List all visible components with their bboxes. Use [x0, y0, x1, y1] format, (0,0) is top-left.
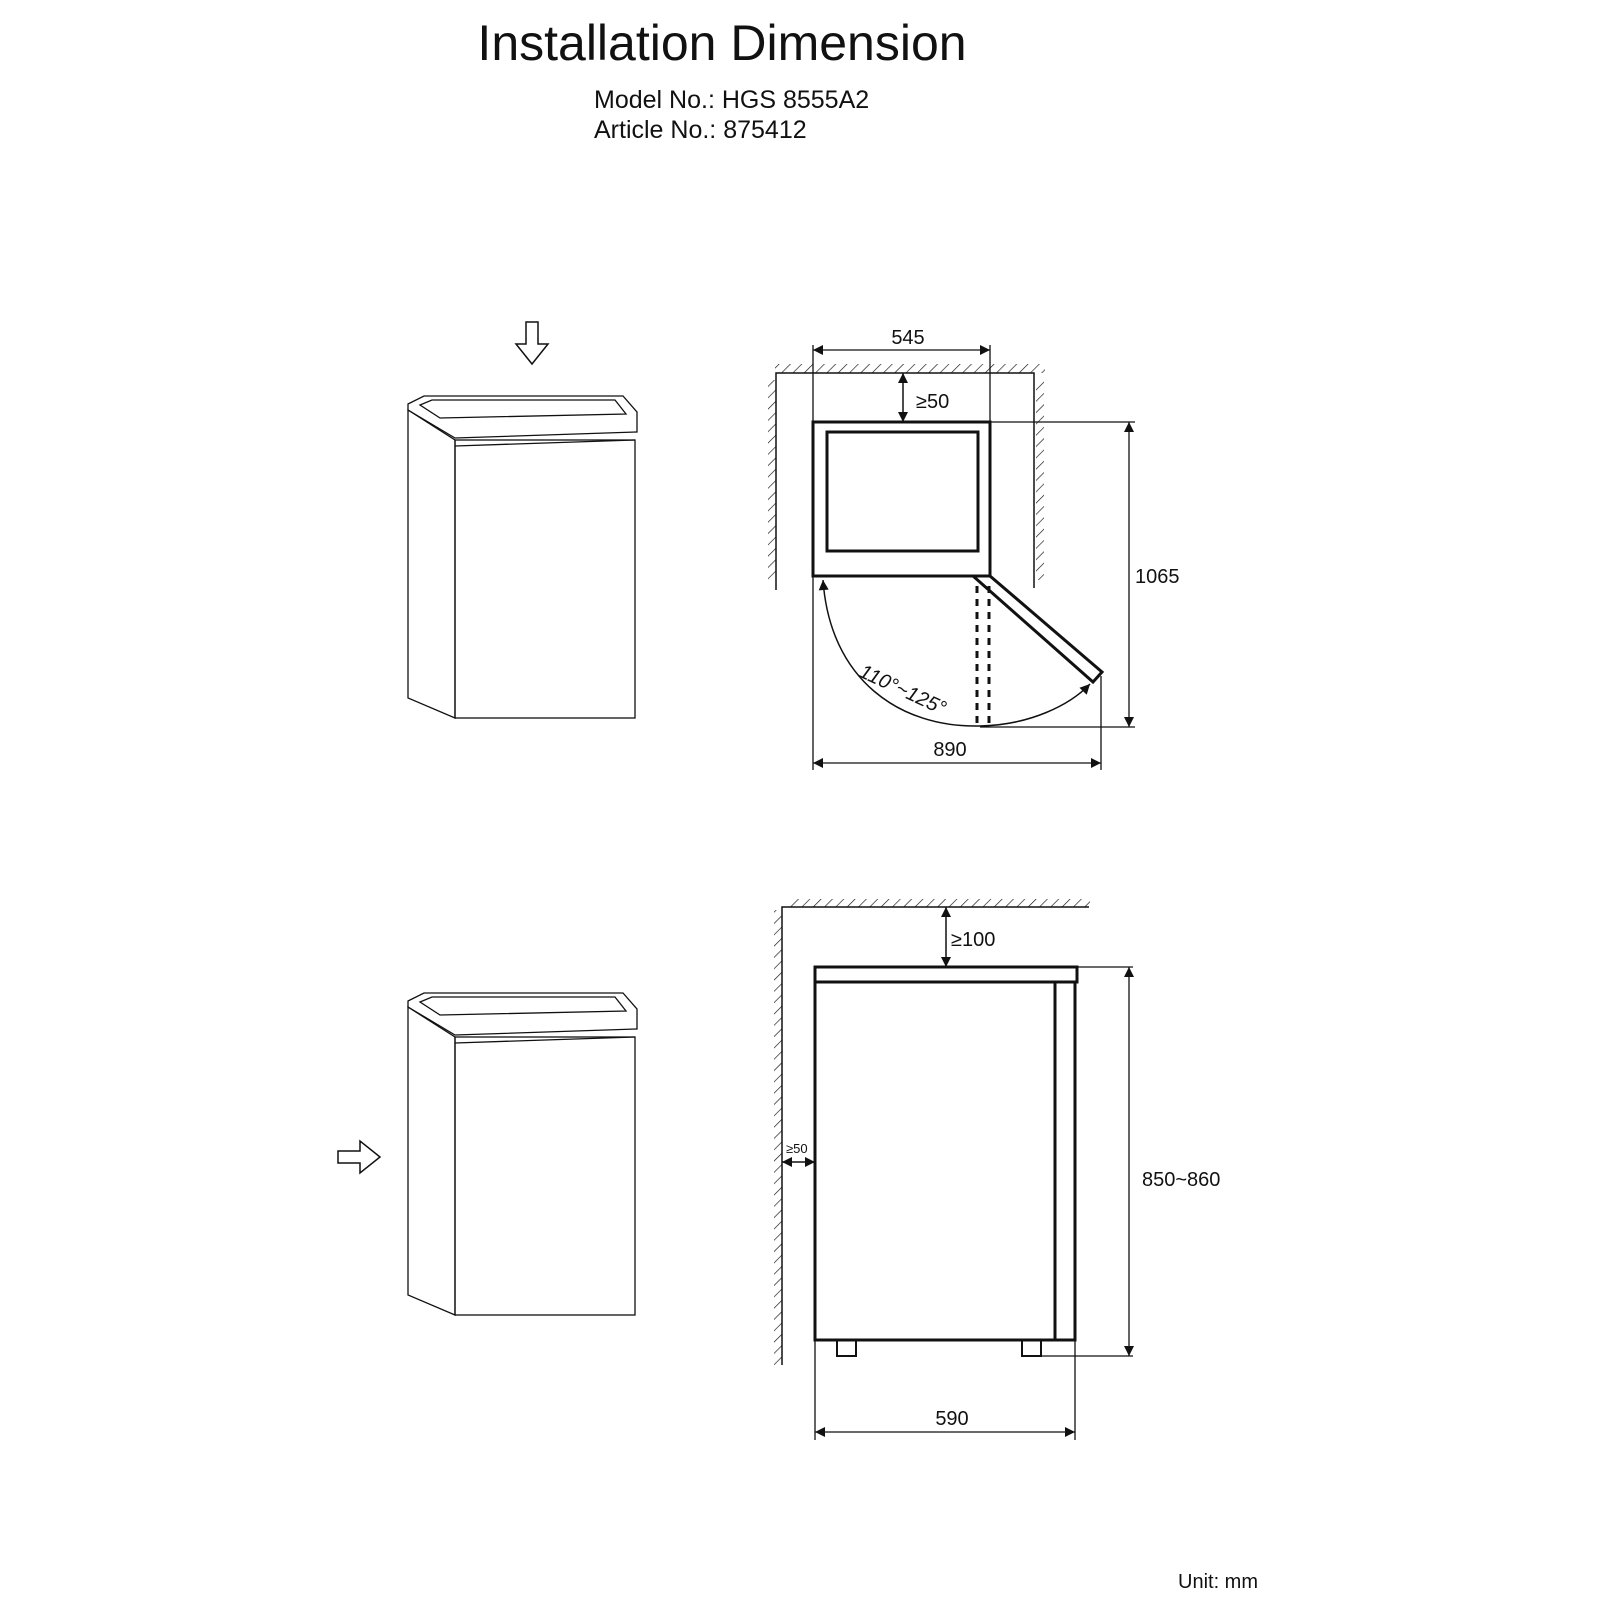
article-number: Article No.: 875412 — [594, 116, 807, 144]
depth-label: 590 — [935, 1408, 968, 1430]
width-door-open-label: 890 — [933, 739, 966, 761]
unit-label: Unit: mm — [1178, 1571, 1258, 1593]
height-label: 850~860 — [1142, 1169, 1220, 1191]
page-title: Installation Dimension — [477, 15, 966, 71]
rear-clearance-label: ≥50 — [786, 1141, 808, 1156]
fridge-perspective-bottom — [407, 992, 638, 1316]
rear-clearance-label: ≥50 — [916, 391, 949, 413]
top-clearance-label: ≥100 — [951, 929, 995, 951]
right-arrow-icon — [337, 1139, 382, 1175]
fridge-perspective-top — [407, 395, 638, 719]
door-angle-label: 110°~125° — [856, 661, 950, 720]
down-arrow-icon — [514, 321, 550, 366]
top-view-diagram: 545 ≥50 1065 890 110°~125° — [768, 327, 1180, 770]
fridge-side-outline — [813, 980, 1077, 1342]
fridge-top-outline — [811, 420, 992, 578]
side-view-diagram: ≥100 ≥50 850~860 590 — [774, 899, 1220, 1440]
depth-door-open-label: 1065 — [1135, 566, 1180, 588]
open-door — [969, 574, 1105, 685]
model-number: Model No.: HGS 8555A2 — [594, 86, 869, 114]
width-label: 545 — [891, 327, 924, 349]
